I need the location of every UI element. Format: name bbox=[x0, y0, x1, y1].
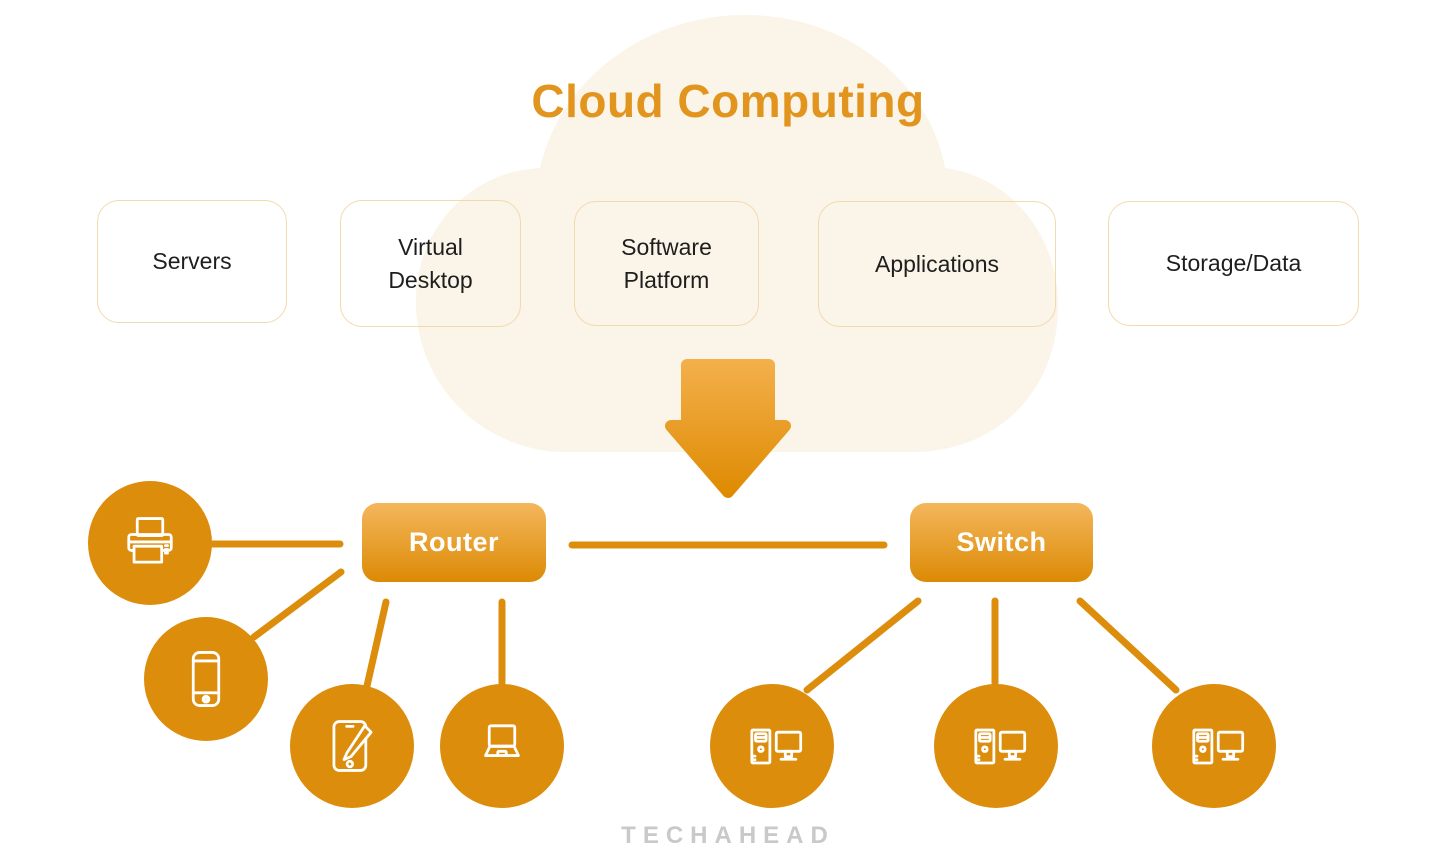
device-node-desktop-pc-3 bbox=[1152, 684, 1276, 808]
service-box-label: Servers bbox=[152, 248, 232, 275]
desktop-pc-icon bbox=[962, 712, 1030, 780]
service-box-label: Storage/Data bbox=[1165, 250, 1302, 277]
service-box-applications: Applications bbox=[818, 201, 1056, 327]
down-arrow-icon bbox=[665, 359, 791, 498]
line-phone-router bbox=[250, 568, 345, 641]
line-switch-pc3 bbox=[1076, 597, 1180, 694]
service-box-label: Software Platform bbox=[621, 234, 712, 293]
page-title: Cloud Computing bbox=[531, 75, 925, 127]
line-router-tablet bbox=[363, 598, 390, 690]
desktop-pc-icon bbox=[1180, 712, 1248, 780]
printer-icon bbox=[116, 509, 184, 577]
switch-node: Switch bbox=[910, 503, 1093, 582]
cloud-shape bbox=[415, 15, 1059, 452]
router-node: Router bbox=[362, 503, 546, 582]
laptop-icon bbox=[468, 712, 536, 780]
service-box-servers: Servers bbox=[97, 200, 287, 323]
connection-lines bbox=[208, 540, 1180, 694]
service-box-software-platform: Software Platform bbox=[574, 201, 759, 326]
device-node-printer bbox=[88, 481, 212, 605]
switch-label: Switch bbox=[956, 527, 1047, 557]
tablet-pen-icon bbox=[318, 712, 386, 780]
router-label: Router bbox=[409, 527, 499, 557]
desktop-pc-icon bbox=[738, 712, 806, 780]
service-box-virtual-desktop: Virtual Desktop bbox=[340, 200, 521, 327]
device-node-tablet bbox=[290, 684, 414, 808]
device-node-desktop-pc-2 bbox=[934, 684, 1058, 808]
device-node-smartphone bbox=[144, 617, 268, 741]
service-box-label: Virtual Desktop bbox=[388, 234, 473, 293]
device-node-laptop bbox=[440, 684, 564, 808]
watermark-techahead: TECHAHEAD bbox=[621, 822, 835, 849]
device-node-desktop-pc-1 bbox=[710, 684, 834, 808]
service-box-label: Applications bbox=[874, 250, 1000, 277]
service-box-storage-data: Storage/Data bbox=[1108, 201, 1359, 326]
smartphone-icon bbox=[172, 645, 240, 713]
line-switch-pc1 bbox=[803, 597, 922, 694]
